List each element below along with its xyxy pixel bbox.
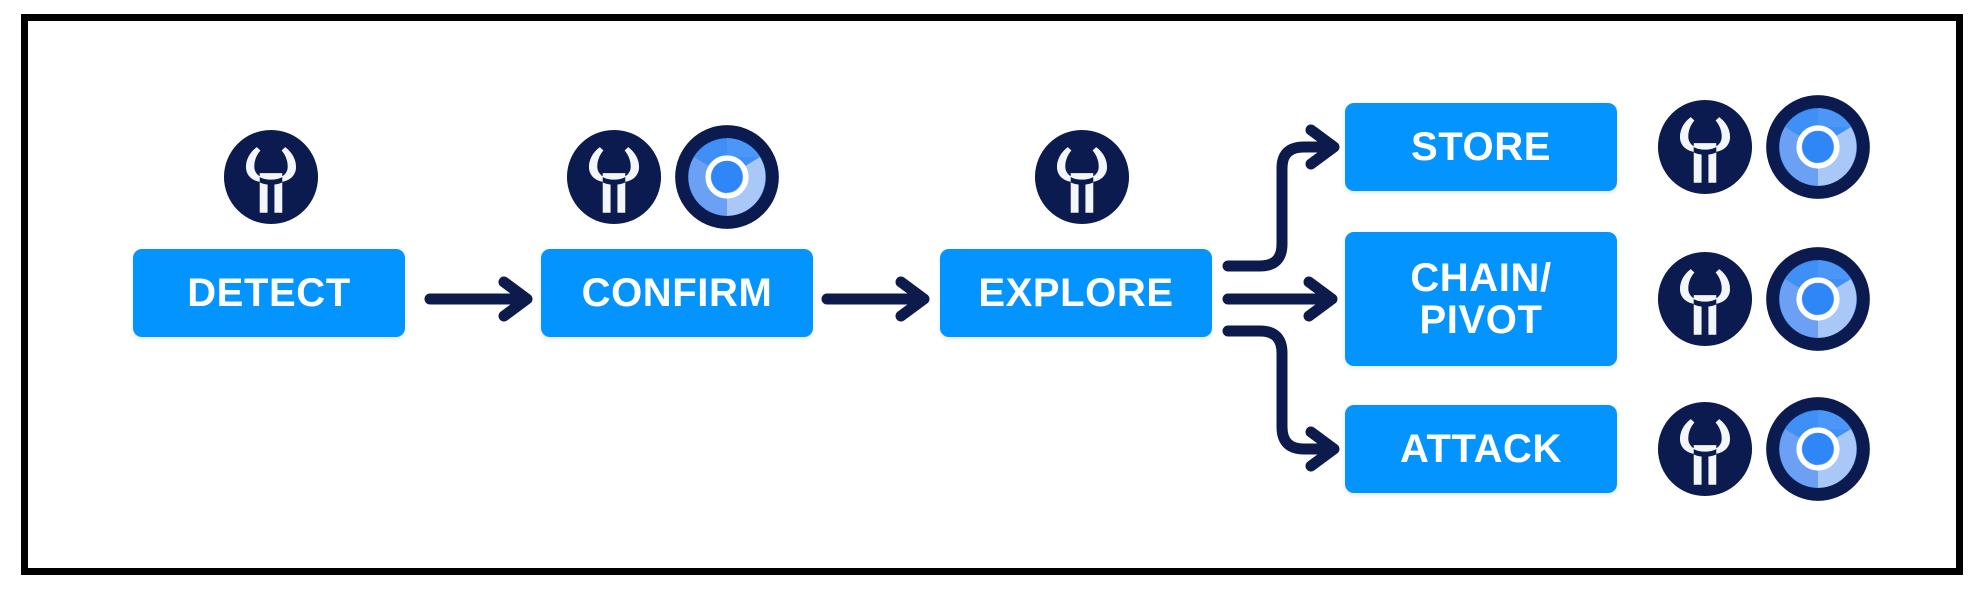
branch-label-chain-pivot: CHAIN/ PIVOT	[1410, 255, 1552, 342]
stage-box-detect[interactable]: DETECT	[133, 249, 405, 337]
branch-box-store[interactable]: STORE	[1345, 103, 1617, 191]
wrench-icon	[1656, 250, 1754, 348]
stage-label-detect: DETECT	[187, 270, 351, 315]
wrench-icon	[1033, 128, 1131, 226]
stage-box-explore[interactable]: EXPLORE	[940, 249, 1212, 337]
chromium-icon	[673, 123, 781, 231]
branch-box-chain-pivot[interactable]: CHAIN/ PIVOT	[1345, 232, 1617, 366]
stage-label-explore: EXPLORE	[978, 270, 1174, 315]
chromium-icon	[1764, 395, 1872, 503]
branch-label-attack: ATTACK	[1399, 426, 1563, 471]
branch-label-store: STORE	[1410, 124, 1552, 169]
chromium-icon	[1764, 93, 1872, 201]
branch-box-attack[interactable]: ATTACK	[1345, 405, 1617, 493]
chromium-icon	[1764, 245, 1872, 353]
stage-label-confirm: CONFIRM	[581, 270, 773, 315]
wrench-icon	[565, 128, 663, 226]
wrench-icon	[1656, 400, 1754, 498]
stage-box-confirm[interactable]: CONFIRM	[541, 249, 813, 337]
wrench-icon	[222, 128, 320, 226]
wrench-icon	[1656, 98, 1754, 196]
